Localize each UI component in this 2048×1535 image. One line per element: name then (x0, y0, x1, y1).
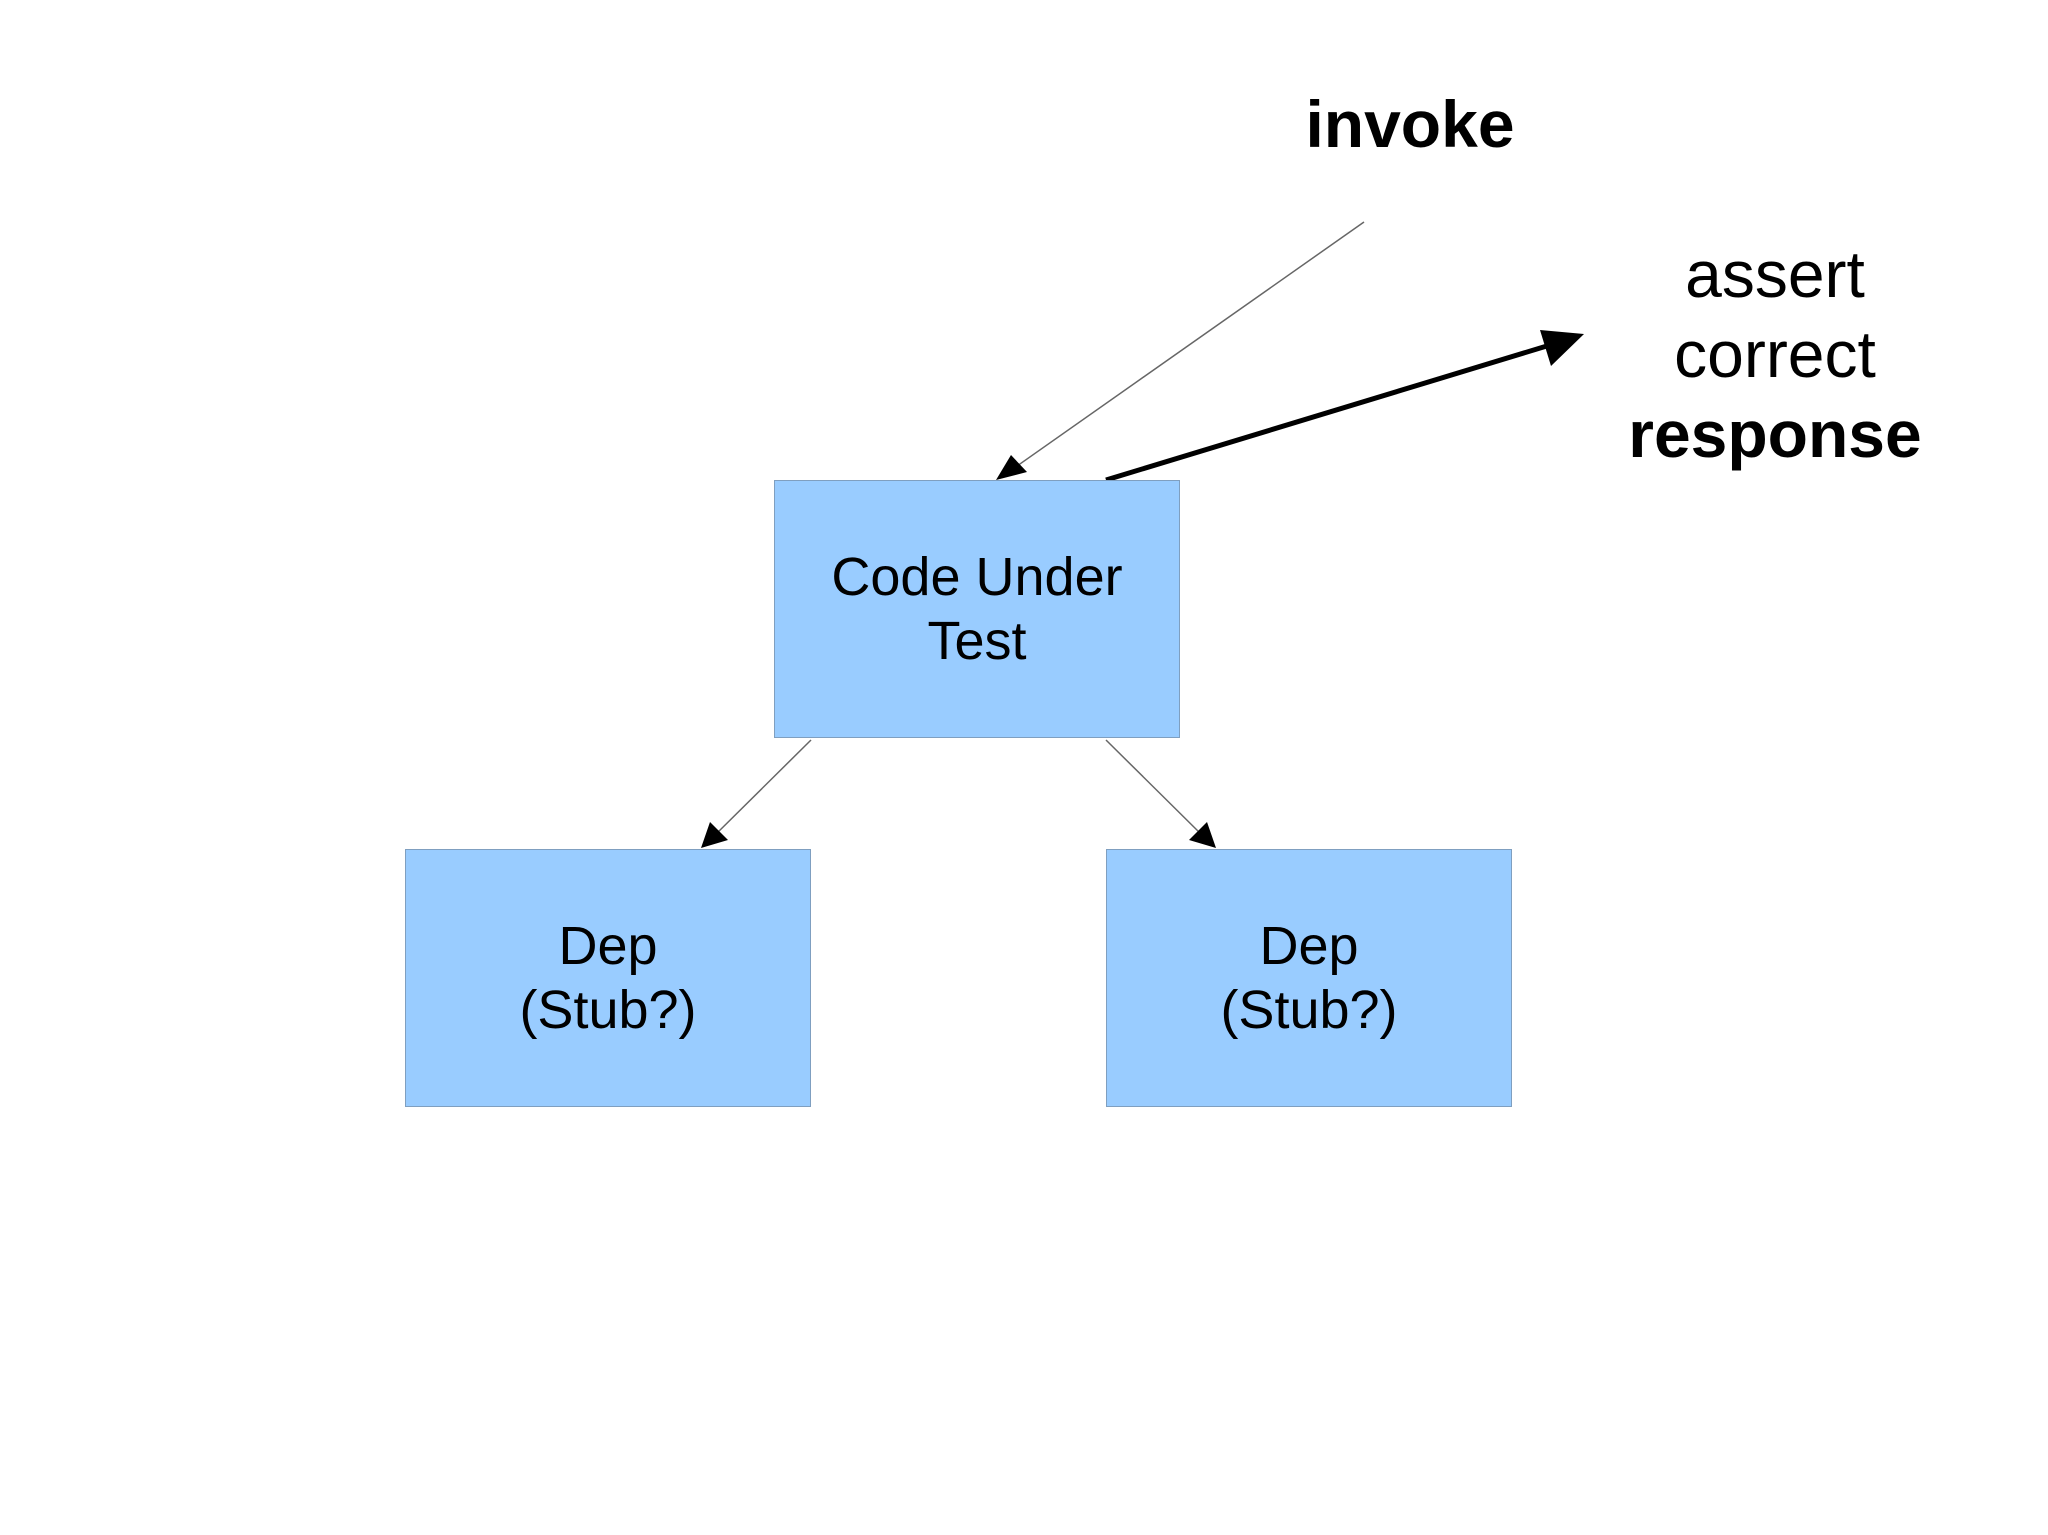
invoke-arrowhead (996, 455, 1027, 480)
assert-response-label: assert correct response (1575, 234, 1975, 474)
assert-label-line2: correct (1674, 317, 1876, 391)
dep-left-line1: Dep (558, 916, 658, 976)
invoke-arrow (999, 221, 1365, 479)
code-under-test-line1: Code Under (831, 547, 1123, 607)
dep-left-line2: (Stub?) (519, 980, 697, 1040)
response-arrow (1105, 339, 1561, 483)
dep-left-arrowhead (701, 822, 728, 848)
code-under-test-line2: Test (927, 611, 1027, 671)
invoke-label: invoke (1305, 87, 1515, 161)
dep-left-arrow (711, 739, 812, 839)
dep-right-line2: (Stub?) (1220, 980, 1398, 1040)
dep-right-line1: Dep (1259, 916, 1359, 976)
response-arrowhead (1540, 330, 1584, 366)
code-under-test-box: Code Under Test (774, 480, 1180, 738)
dep-right-arrowhead (1189, 822, 1216, 848)
assert-label-line3: response (1628, 397, 1922, 471)
dependency-box-left: Dep (Stub?) (405, 849, 811, 1107)
assert-label-line1: assert (1685, 237, 1865, 311)
dep-right-arrow (1105, 739, 1206, 839)
dependency-box-right: Dep (Stub?) (1106, 849, 1512, 1107)
